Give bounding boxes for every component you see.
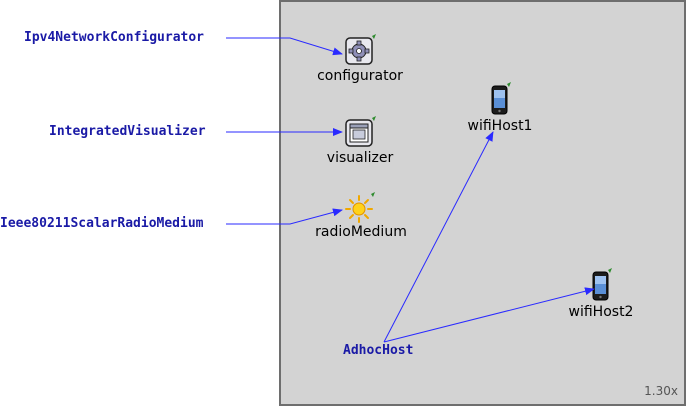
module-label: radioMedium xyxy=(315,224,407,240)
radio-type-annotation: Ieee80211ScalarRadioMedium xyxy=(0,216,204,231)
host-type-annotation: AdhocHost xyxy=(343,343,414,358)
zoom-level: 1.30x xyxy=(644,384,678,398)
radio-medium-module[interactable]: radioMedium xyxy=(315,192,407,252)
visualizer-module[interactable]: visualizer xyxy=(327,116,393,176)
host1-arrow xyxy=(383,131,494,343)
wifi-host1-module[interactable]: wifiHost1 xyxy=(468,82,532,142)
phone-icon xyxy=(592,268,612,301)
module-label: wifiHost2 xyxy=(568,304,634,320)
module-label: visualizer xyxy=(326,150,394,166)
module-label: configurator xyxy=(317,68,403,84)
network-canvas: 1.30x xyxy=(279,0,686,406)
radio-arrow xyxy=(226,208,343,225)
configurator-module[interactable]: configurator xyxy=(317,34,403,94)
visualizer-type-annotation: IntegratedVisualizer xyxy=(49,124,206,139)
host2-arrow xyxy=(383,287,595,343)
gear-icon xyxy=(345,34,376,65)
window-icon xyxy=(345,116,376,147)
configurator-type-annotation: Ipv4NetworkConfigurator xyxy=(24,30,205,45)
phone-icon xyxy=(491,82,511,115)
sun-icon xyxy=(345,192,375,223)
wifi-host2-module[interactable]: wifiHost2 xyxy=(569,268,633,328)
module-label: wifiHost1 xyxy=(467,118,533,134)
configurator-arrow xyxy=(226,37,343,56)
